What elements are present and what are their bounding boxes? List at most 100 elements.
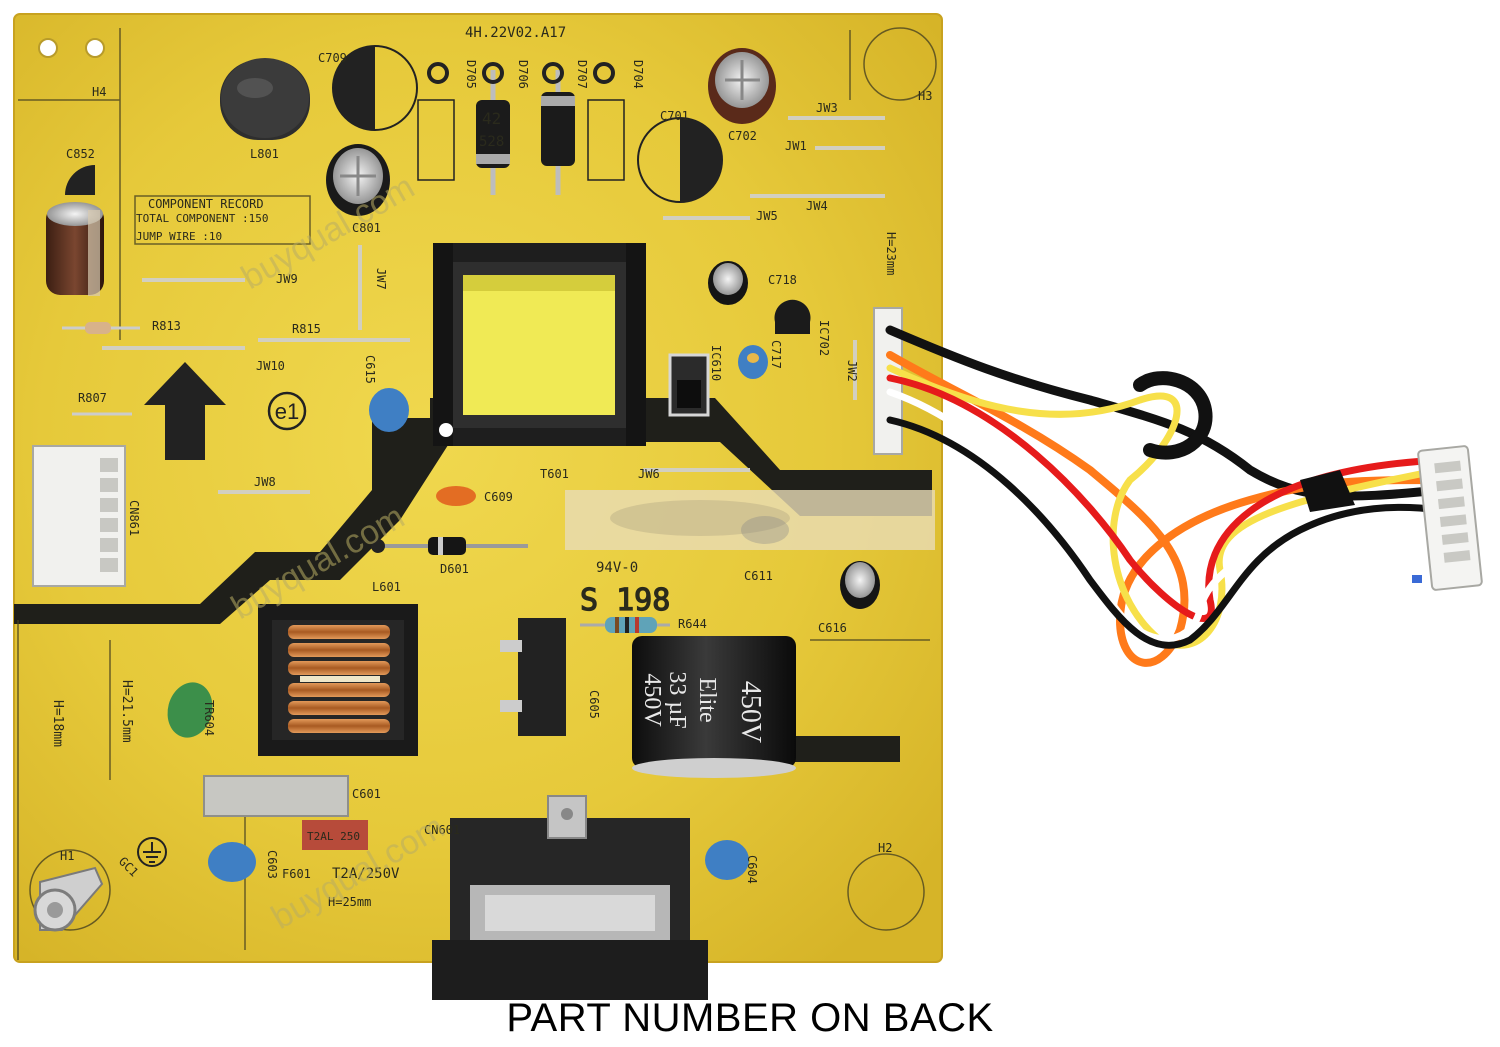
svg-text:C616: C616 [818, 621, 847, 635]
svg-text:H1: H1 [60, 849, 74, 863]
svg-text:C718: C718 [768, 273, 797, 287]
inductor-l801 [220, 58, 310, 140]
svg-text:JUMP WIRE :10: JUMP WIRE :10 [136, 230, 222, 243]
svg-text:CN861: CN861 [127, 500, 141, 536]
svg-text:C801: C801 [352, 221, 381, 235]
svg-text:C611: C611 [744, 569, 773, 583]
svg-text:D705: D705 [464, 60, 478, 89]
svg-text:R644: R644 [678, 617, 707, 631]
svg-text:e1: e1 [275, 399, 299, 424]
svg-text:H=18mm: H=18mm [50, 700, 65, 747]
svg-text:C717: C717 [769, 340, 783, 369]
svg-text:94V-0: 94V-0 [596, 560, 638, 576]
jumper-wires [102, 116, 885, 494]
connector-cn601 [432, 795, 708, 1000]
svg-text:JW9: JW9 [276, 272, 298, 286]
svg-text:JW7: JW7 [374, 268, 388, 290]
bridge-rectifier [500, 618, 566, 736]
svg-text:H=25mm: H=25mm [328, 895, 371, 909]
capacitor-c609 [436, 486, 476, 506]
svg-text:IC702: IC702 [817, 320, 831, 356]
silkscreen-outlines [17, 27, 937, 960]
diode-d601 [371, 537, 528, 555]
svg-text:JW8: JW8 [254, 475, 276, 489]
svg-text:IC610: IC610 [709, 345, 723, 381]
arrow-up-icon [144, 362, 226, 460]
svg-text:T601: T601 [540, 467, 569, 481]
svg-text:JW2: JW2 [845, 360, 859, 382]
svg-text:H2: H2 [878, 841, 892, 855]
optocoupler-ic610 [668, 353, 710, 417]
e1-mark [267, 391, 307, 431]
svg-text:R813: R813 [152, 319, 181, 333]
svg-text:C603: C603 [265, 850, 279, 879]
svg-text:JW6: JW6 [638, 467, 660, 481]
resistor-r813 [62, 322, 140, 334]
wire-harness [885, 325, 1445, 667]
ground-symbol-icon [137, 837, 167, 867]
svg-text:D707: D707 [575, 60, 589, 89]
capacitor-c601 [203, 775, 349, 817]
svg-text:C709: C709 [318, 51, 347, 65]
svg-text:JW3: JW3 [816, 101, 838, 115]
svg-text:T2A/250V: T2A/250V [332, 866, 400, 882]
svg-text:L801: L801 [250, 147, 279, 161]
svg-text:JW4: JW4 [806, 199, 828, 213]
thermistor-tr604 [167, 682, 213, 738]
svg-text:C701: C701 [660, 109, 689, 123]
capacitor-c616 [840, 561, 880, 609]
svg-text:JW5: JW5 [756, 209, 778, 223]
svg-text:4H.22V02.A17: 4H.22V02.A17 [465, 25, 566, 41]
connector-cn861 [32, 445, 126, 587]
svg-text:R807: R807 [78, 391, 107, 405]
svg-text:33 µF: 33 µF [664, 671, 690, 728]
fuse-f601 [302, 820, 368, 850]
svg-text:D704: D704 [631, 60, 645, 89]
svg-text:C601: C601 [352, 787, 381, 801]
diode-d707 [541, 70, 575, 195]
svg-text:H3: H3 [918, 89, 932, 103]
svg-text:COMPONENT RECORD: COMPONENT RECORD [148, 197, 264, 211]
svg-text:450V: 450V [735, 681, 766, 743]
svg-text:H4: H4 [92, 85, 106, 99]
svg-text:R815: R815 [292, 322, 321, 336]
svg-text:JW1: JW1 [785, 139, 807, 153]
svg-text:H=21.5mm: H=21.5mm [119, 680, 134, 743]
svg-text:D601: D601 [440, 562, 469, 576]
svg-text:C852: C852 [66, 147, 95, 161]
ground-lug [33, 866, 104, 932]
svg-text:TOTAL COMPONENT :150: TOTAL COMPONENT :150 [136, 212, 268, 225]
regulator-ic702 [774, 299, 811, 334]
cable-connector [1412, 445, 1483, 591]
diode-pads [427, 62, 615, 84]
ceramic-caps [208, 345, 768, 882]
diode-d706: 42 528 [476, 70, 510, 195]
svg-text:S 198: S 198 [580, 583, 670, 618]
svg-text:T2AL 250: T2AL 250 [307, 830, 360, 843]
caption-part-number: PART NUMBER ON BACK [506, 996, 994, 1040]
mounting-hole-icon [85, 38, 105, 58]
svg-text:D706: D706 [516, 60, 530, 89]
resistor-r644 [580, 617, 670, 633]
svg-text:C605: C605 [587, 690, 601, 719]
svg-text:42: 42 [482, 109, 501, 128]
svg-text:C615: C615 [363, 355, 377, 384]
svg-text:450V: 450V [639, 673, 665, 727]
svg-text:Elite: Elite [694, 677, 720, 722]
svg-text:528: 528 [479, 134, 504, 150]
svg-text:C604: C604 [745, 855, 759, 884]
capacitor-c801 [326, 144, 390, 216]
pcb-trace-right [790, 736, 900, 762]
blurred-label [565, 490, 935, 550]
svg-text:L601: L601 [372, 580, 401, 594]
capacitor-c605: 450V Elite 33 µF 450V [632, 636, 796, 778]
svg-text:H=23mm: H=23mm [884, 232, 898, 275]
capacitor-c702 [708, 48, 776, 124]
svg-text:CN601: CN601 [424, 823, 460, 837]
capacitor-c718 [708, 261, 748, 305]
capacitor-c852 [46, 202, 104, 296]
transformer-t601 [433, 243, 646, 446]
svg-text:JW10: JW10 [256, 359, 285, 373]
svg-text:C702: C702 [728, 129, 757, 143]
